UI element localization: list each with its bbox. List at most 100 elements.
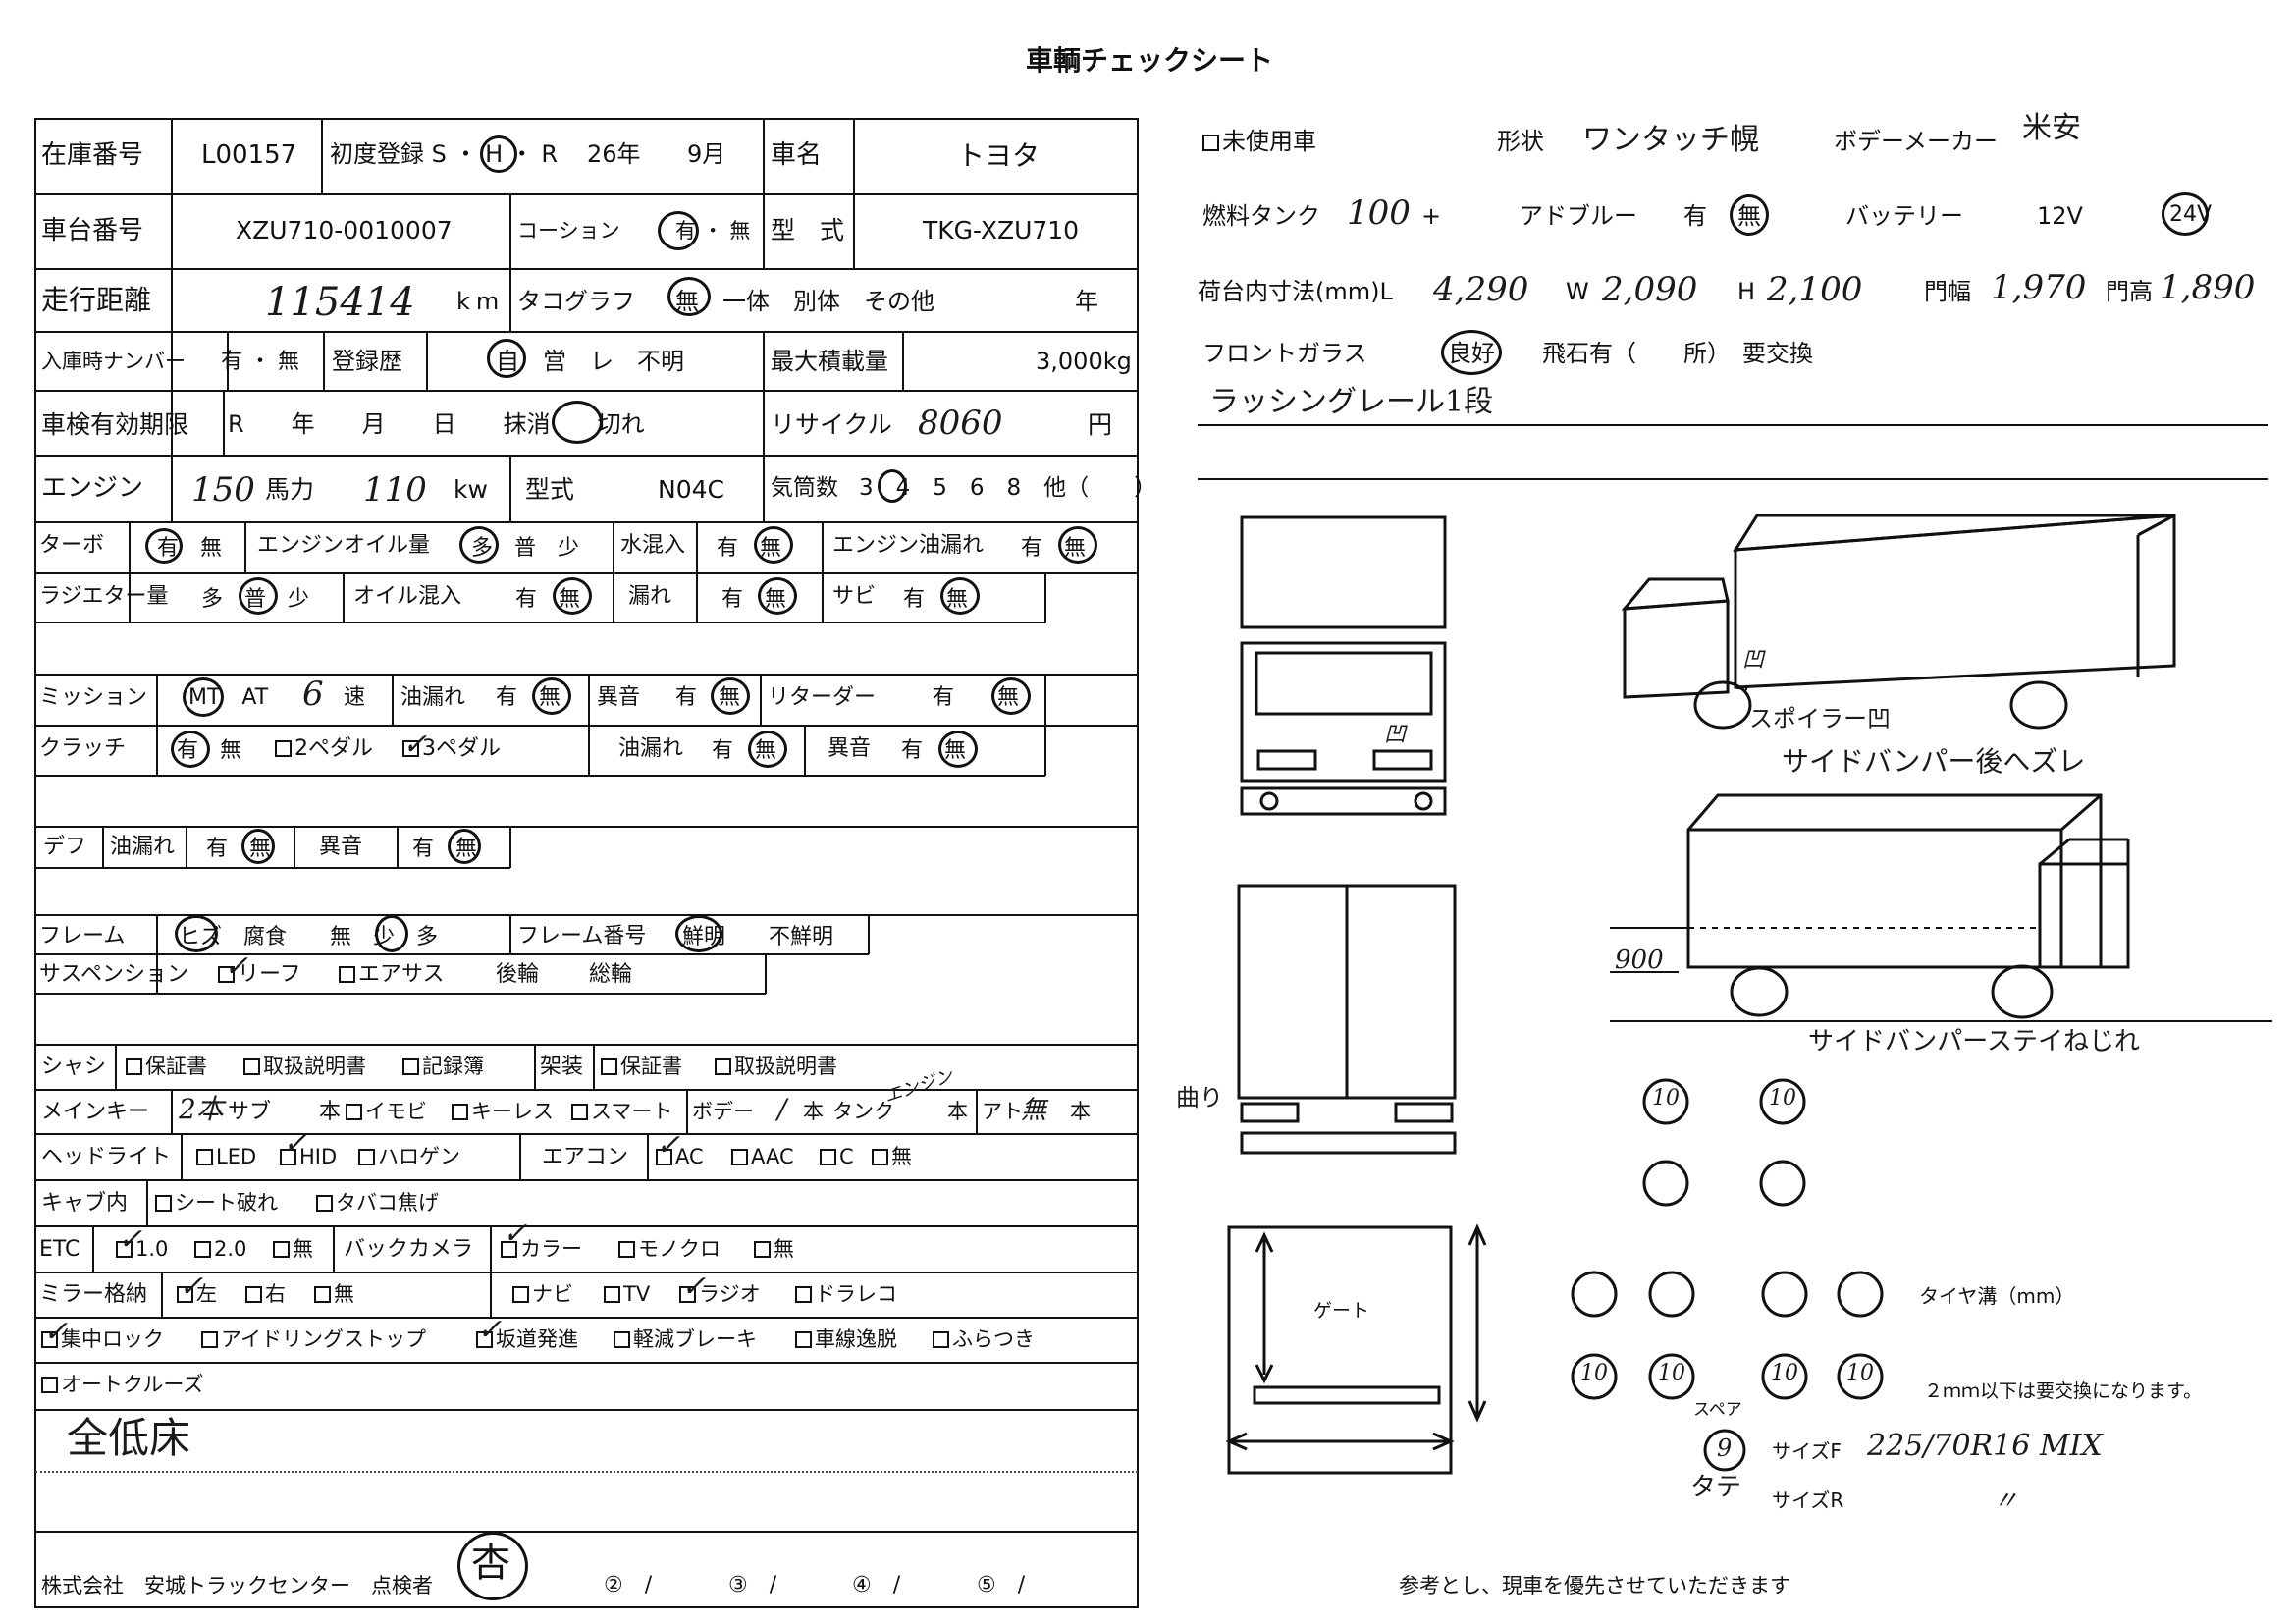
check-mark: ✓ [283,1126,308,1161]
replace-note: ２ｍｍ以下は要交換になります。 [1924,1380,2203,1402]
engine-kw-label: kw [454,475,488,504]
camera-none: 無 [754,1239,794,1260]
circle-mark [239,577,278,615]
yen-label: 円 [1088,410,1113,439]
cabin-seat: シート破れ [155,1193,278,1214]
circle-mark [241,829,275,864]
circle-mark [878,469,907,503]
camera-color: カラー [501,1239,582,1260]
circle-mark [748,731,787,768]
body-warranty: 保証書 [601,1056,682,1077]
aircon-c: C [820,1147,854,1167]
headlight-label: ヘッドライト [41,1145,172,1169]
chassis-docs-label: シャシ [41,1055,107,1079]
diff-noise-label: 異音 [319,835,363,859]
mileage-label: 走行距離 [41,284,152,316]
recycle-label: リサイクル [771,410,892,439]
circle-mark [758,577,797,615]
engine-leak-label: エンジン油漏れ [832,533,985,558]
plate-label: 入庫時ナンバー [41,350,186,373]
suspension-label: サスペンション [39,962,189,987]
circle-mark [940,577,980,615]
circle-mark [711,677,750,715]
cargo-height: 2,100 [1767,270,1863,309]
chassis-record: 記録簿 [402,1056,484,1077]
note-line [1198,478,2268,480]
car-name-label: 車名 [771,140,823,170]
turbo-label: ターボ [39,533,105,558]
oil-mix-label: オイル混入 [353,584,462,609]
headlight-led: LED [196,1147,256,1167]
first-reg-month: 9月 [687,140,726,168]
susp-leaf: リーフ [218,964,301,986]
engine-ps-value: 150 [191,470,255,510]
shape-label: 形状 [1497,128,1544,155]
drip-label: 漏れ [628,584,672,609]
cabin-label: キャブ内 [41,1191,129,1216]
pedal-3: 3ペダル [402,738,501,760]
mirror-label: ミラー格納 [39,1282,148,1307]
spoiler-note: スポイラー凹 [1749,705,1891,732]
unused-vehicle: 未使用車 [1202,130,1316,153]
check-mark: ✓ [224,949,249,984]
mirror-left: 左 [177,1284,217,1305]
first-reg-year: 26年 [587,140,641,168]
body-manual: 取扱説明書 [715,1056,837,1077]
engine-kw-value: 110 [363,470,427,510]
circle-mark [171,731,210,768]
company-inspector: 株式会社 安城トラックセンター 点検者 [41,1574,433,1597]
size-rear-label: サイズR [1772,1489,1844,1512]
cargo-width-label: W [1566,278,1589,305]
circle-mark [175,915,218,952]
body-docs-label: 架装 [540,1055,584,1079]
clutch-leak-label: 油漏れ [618,736,684,761]
circle-mark [938,731,978,768]
other-key-label: アト [982,1100,1023,1123]
circle-mark [552,401,603,444]
circle-mark [658,211,699,250]
circle-mark [375,915,408,952]
remarks-line [35,1471,1138,1473]
aircon-aac: AAC [731,1147,794,1167]
circle-mark [145,528,183,564]
door-height-label: 門高 [2106,278,2153,305]
check-mark: ✓ [118,1222,143,1257]
remarks-text: 全低床 [67,1414,191,1462]
tank-key-label: タンク [832,1100,894,1123]
car-maker: トヨタ [957,139,1041,172]
tread-rear-4: 10 [1846,1361,1874,1385]
tachograph-options: 無 一体 別体 その他 [675,288,934,315]
diff-leak-label: 油漏れ [110,835,176,859]
gear-speed-value: 6 [302,675,324,714]
tread-rear-3: 10 [1771,1361,1798,1385]
battery-label: バッテリー [1845,202,1963,230]
height-900: 900 [1615,946,1664,975]
inspector-stamp-char: 杏 [471,1541,510,1586]
etc-1: 1.0 [116,1239,168,1260]
inspection-count-3: ③ / [728,1573,777,1597]
option-radio: ラジオ [679,1284,761,1305]
option-dashcam: ドラレコ [795,1284,897,1305]
rust-label: サビ [832,584,877,609]
option-navi: ナビ [512,1284,573,1305]
fuel-tank-value: 100 [1347,193,1411,233]
mirror-right: 右 [245,1284,286,1305]
door-height: 1,890 [2160,268,2256,307]
tank-key-unit: 本 [947,1100,968,1123]
option-tv: TV [604,1284,650,1305]
adblue-label: アドブルー [1520,202,1637,230]
smart-key: スマート [571,1102,672,1122]
gate-label: ゲート [1313,1300,1370,1322]
chassis-warranty: 保証書 [126,1056,207,1077]
retarder-label: リターダー [768,685,877,710]
radiator-label: ラジエター量 [39,584,169,609]
engine-label: エンジン [41,473,144,503]
chassis-manual: 取扱説明書 [243,1056,366,1077]
frame-number-label: フレーム番号 [517,924,647,948]
body-key-unit: 本 [803,1100,824,1123]
other-key-note: 無 [1021,1096,1047,1125]
inspector-stamp [457,1532,528,1600]
cargo-width: 2,090 [1602,270,1698,309]
check-mark: ✓ [681,1270,707,1304]
